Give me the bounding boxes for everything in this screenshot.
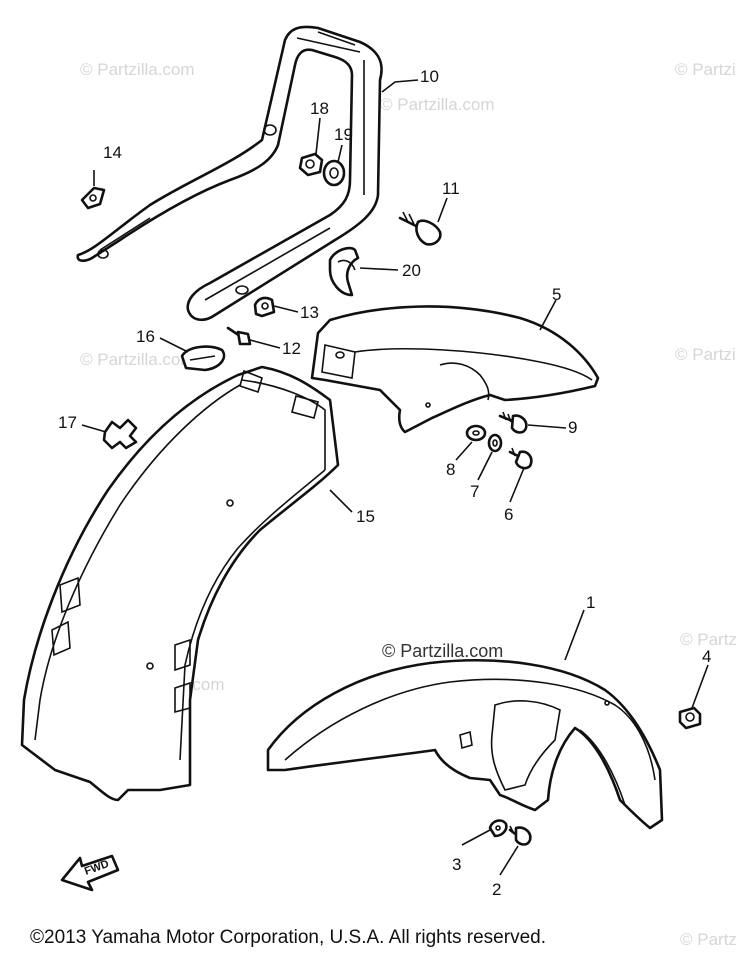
part-20-band-clamp bbox=[328, 246, 360, 297]
callout-14: 14 bbox=[103, 143, 122, 162]
part-11-bolt bbox=[398, 211, 442, 246]
fwd-arrow: FWD bbox=[60, 854, 120, 892]
part-13-clip bbox=[253, 296, 276, 318]
leader-lines bbox=[81, 79, 709, 876]
callout-labels: 1 2 3 4 5 6 7 8 9 10 11 12 13 14 15 16 1… bbox=[58, 67, 711, 899]
callout-10: 10 bbox=[420, 67, 439, 86]
part-4-grommet bbox=[678, 706, 702, 730]
part-17-clip bbox=[102, 418, 138, 450]
part-1-front-fender bbox=[266, 659, 664, 830]
watermark-5: © Partzilla.com bbox=[675, 345, 736, 364]
part-10-grab-bar bbox=[76, 25, 383, 321]
callout-16: 16 bbox=[136, 327, 155, 346]
callout-20: 20 bbox=[402, 261, 421, 280]
callout-8: 8 bbox=[446, 460, 455, 479]
callout-7: 7 bbox=[470, 482, 479, 501]
part-9-bolt bbox=[498, 411, 528, 434]
callout-3: 3 bbox=[452, 855, 461, 874]
part-16-reflector bbox=[180, 345, 226, 372]
callout-13: 13 bbox=[300, 303, 319, 322]
callout-2: 2 bbox=[492, 880, 501, 899]
callout-11: 11 bbox=[442, 179, 460, 198]
callout-4: 4 bbox=[702, 647, 711, 666]
watermark-layer: © Partzilla.com © Partzilla.com © Partzi… bbox=[80, 60, 736, 949]
watermark-dark: © Partzilla.com bbox=[382, 641, 503, 661]
callout-17: 17 bbox=[58, 413, 77, 432]
watermark-8: © Partzilla.com bbox=[680, 930, 736, 949]
part-3-nut bbox=[488, 819, 508, 838]
callout-18: 18 bbox=[310, 99, 329, 118]
callout-19: 19 bbox=[334, 125, 353, 144]
callout-5: 5 bbox=[552, 285, 561, 304]
watermark-3: © Partzilla.com bbox=[675, 60, 736, 79]
part-7-lockwasher bbox=[487, 433, 503, 453]
part-15-rear-fender bbox=[20, 365, 340, 802]
watermark-7: © Partzilla.com bbox=[680, 630, 736, 649]
part-14-clip bbox=[80, 186, 106, 210]
callout-15: 15 bbox=[356, 507, 375, 526]
watermark-4: © Partzilla.com bbox=[80, 350, 195, 369]
part-5-rear-fender bbox=[310, 305, 600, 434]
callout-6: 6 bbox=[504, 505, 513, 524]
part-8-washer bbox=[465, 424, 487, 442]
part-2-bolt bbox=[508, 825, 532, 846]
watermark-1: © Partzilla.com bbox=[80, 60, 195, 79]
copyright-notice: ©2013 Yamaha Motor Corporation, U.S.A. A… bbox=[30, 927, 546, 948]
callout-1: 1 bbox=[586, 593, 595, 612]
callout-9: 9 bbox=[568, 418, 577, 437]
part-12-screw bbox=[226, 326, 252, 346]
part-19-washer bbox=[322, 159, 346, 187]
part-6-bolt bbox=[508, 447, 533, 470]
part-18-nut bbox=[298, 152, 324, 177]
callout-12: 12 bbox=[282, 339, 301, 358]
watermark-2: © Partzilla.com bbox=[380, 95, 495, 114]
